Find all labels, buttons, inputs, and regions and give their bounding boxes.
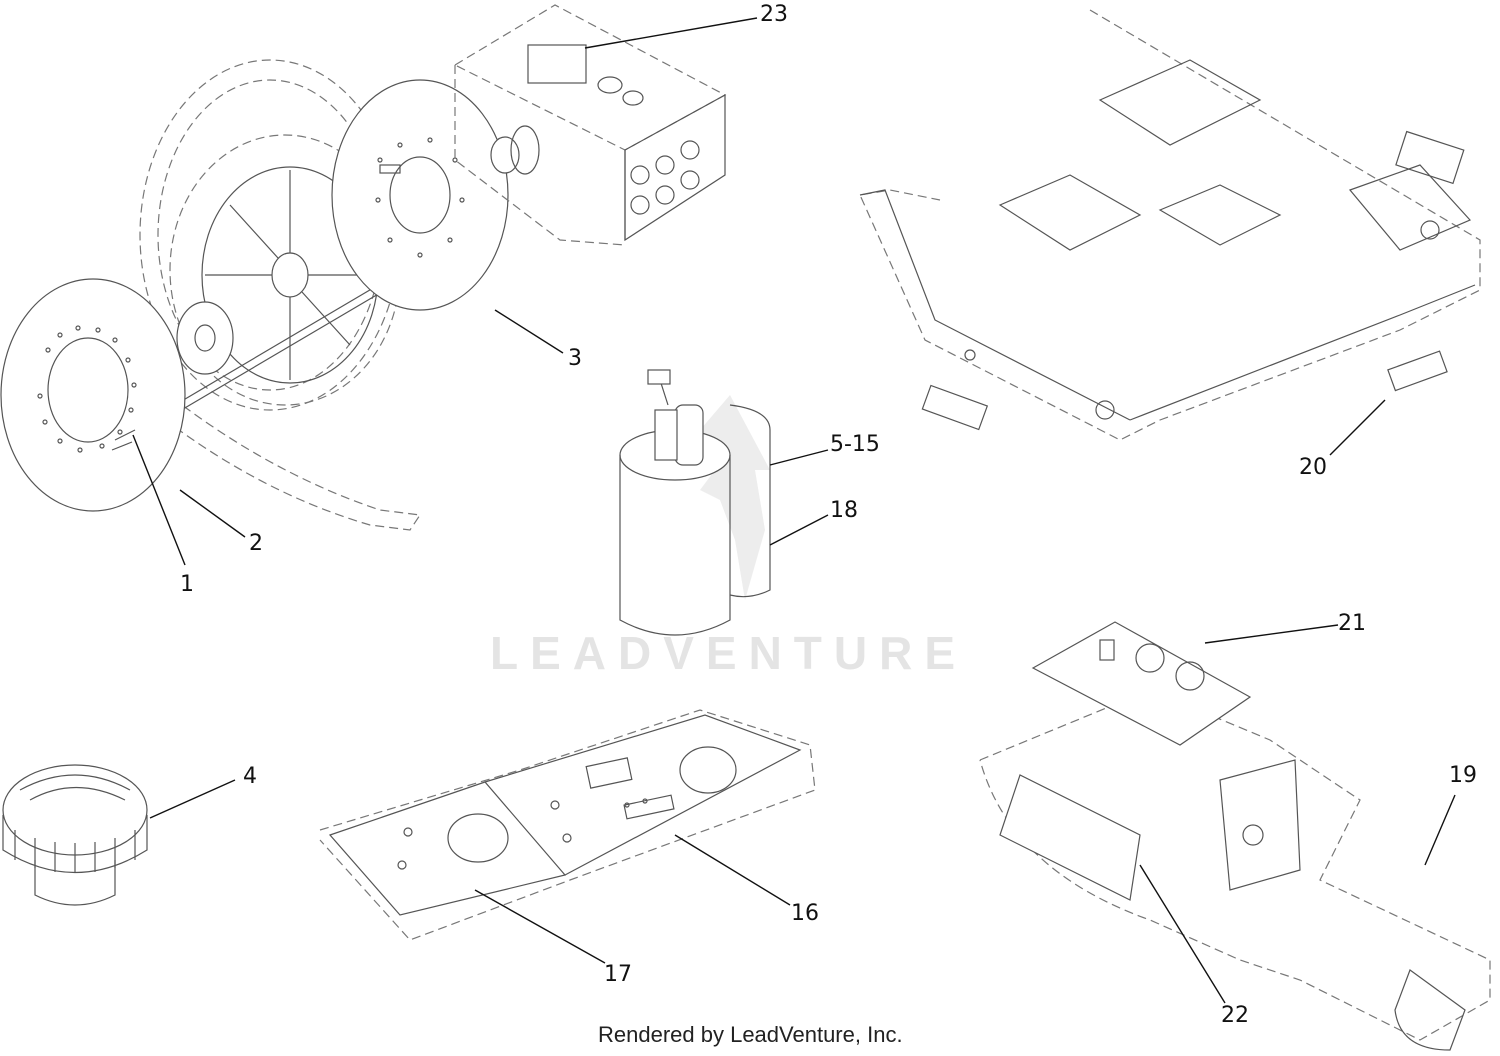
handle-box-drawing bbox=[979, 621, 1491, 1051]
callout-19: 19 bbox=[1449, 763, 1477, 788]
callout-21: 21 bbox=[1338, 611, 1366, 636]
watermark-text: LEADVENTURE bbox=[490, 627, 968, 679]
callout-4: 4 bbox=[243, 764, 257, 789]
leader-lines bbox=[132, 17, 1456, 1004]
callout-18: 18 bbox=[830, 498, 858, 523]
fuel-cap-drawing bbox=[2, 764, 148, 906]
callout-23: 23 bbox=[760, 2, 788, 27]
chassis-frame-drawing bbox=[859, 9, 1481, 441]
callout-20: 20 bbox=[1299, 455, 1327, 480]
watermark-logo-icon bbox=[700, 395, 770, 600]
reel-disc-right-drawing bbox=[331, 79, 509, 311]
callout-1: 1 bbox=[180, 572, 194, 597]
callout-2: 2 bbox=[249, 531, 263, 556]
pump-drawing bbox=[453, 4, 727, 246]
control-panel-drawing bbox=[319, 709, 816, 941]
callout-17: 17 bbox=[604, 962, 632, 987]
reel-disc-left-drawing bbox=[0, 278, 186, 512]
callout-3: 3 bbox=[568, 346, 582, 371]
callout-5-15: 5-15 bbox=[830, 432, 880, 457]
callout-16: 16 bbox=[791, 901, 819, 926]
hose-reel-drawing bbox=[139, 59, 471, 531]
filter-cylinder-drawing bbox=[619, 369, 771, 636]
footer-credit: Rendered by LeadVenture, Inc. bbox=[598, 1022, 903, 1047]
callout-22: 22 bbox=[1221, 1003, 1249, 1028]
